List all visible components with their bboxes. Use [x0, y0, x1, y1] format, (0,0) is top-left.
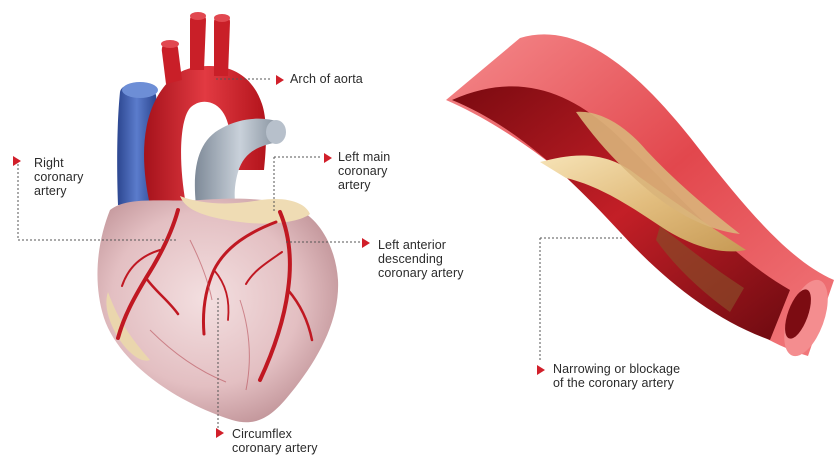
label-left-anterior-descending: Left anterior descending coronary artery — [378, 238, 464, 280]
circumflex-marker — [216, 428, 224, 438]
label-circumflex: Circumflex coronary artery — [232, 427, 318, 455]
narrowing-marker — [537, 365, 545, 375]
arch-of-aorta-marker — [276, 75, 284, 85]
left-anterior-marker — [362, 238, 370, 248]
artery-illustration — [446, 34, 837, 361]
label-right-coronary-artery: Right coronary artery — [34, 156, 83, 198]
label-arch-of-aorta: Arch of aorta — [290, 72, 363, 86]
right-coronary-marker — [13, 156, 21, 166]
left-main-marker — [324, 153, 332, 163]
label-narrowing-blockage: Narrowing or blockage of the coronary ar… — [553, 362, 680, 390]
label-left-main-coronary-artery: Left main coronary artery — [338, 150, 390, 192]
